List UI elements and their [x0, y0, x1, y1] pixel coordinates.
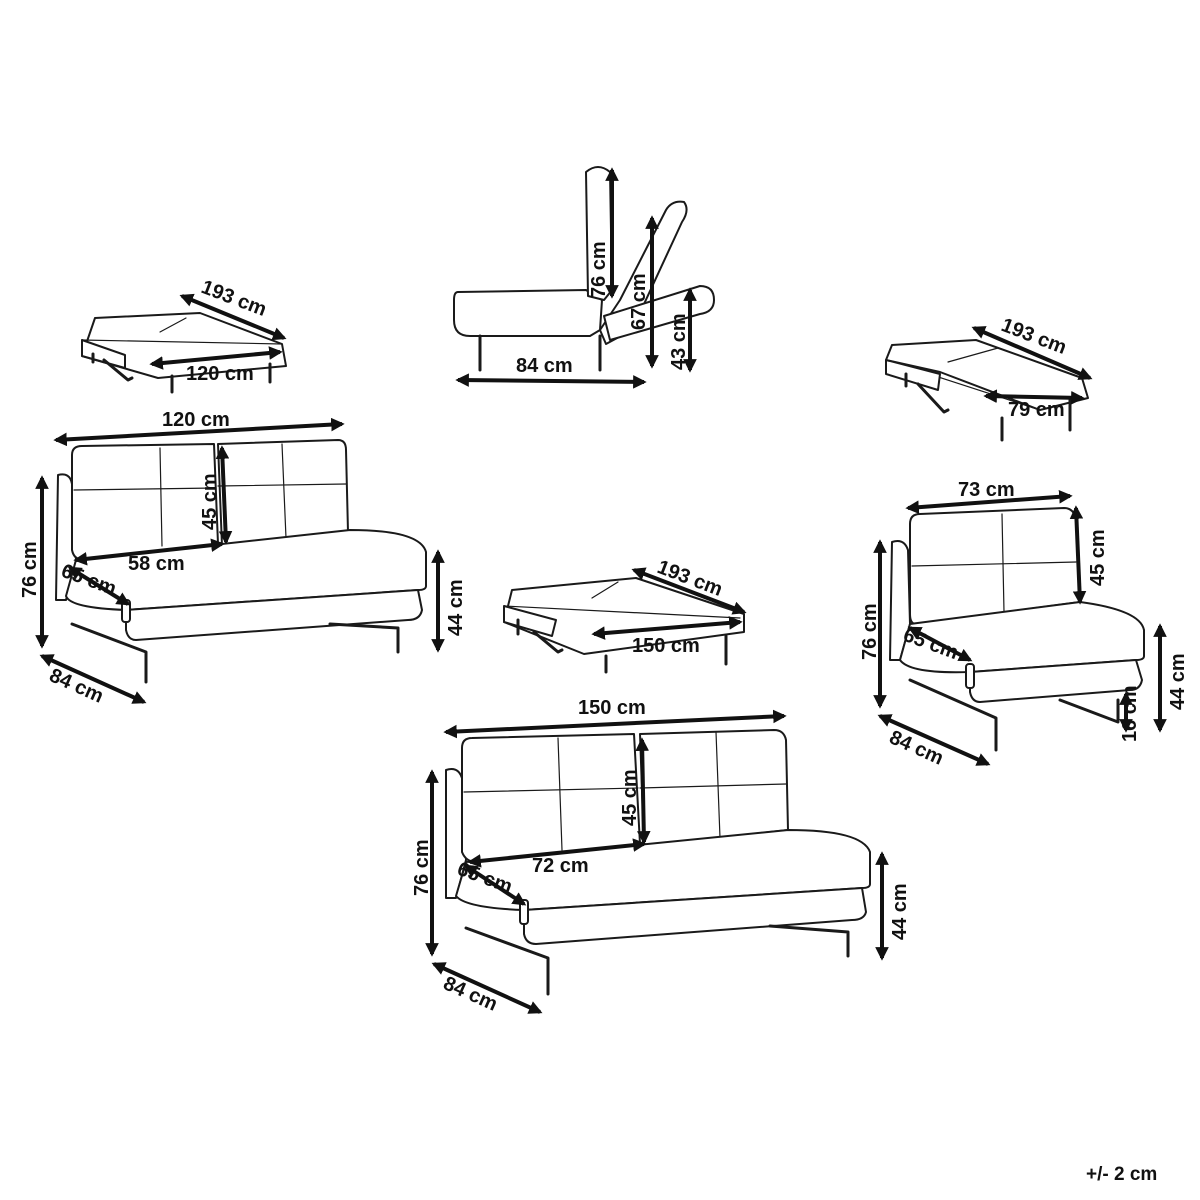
side-profile-figure: [453, 166, 715, 372]
sofa-120-height-label: 76 cm: [19, 541, 41, 598]
chair-height-label: 76 cm: [859, 603, 881, 660]
chair-leg-height-label: 16 cm: [1119, 685, 1141, 742]
chair-seat-height-label: 44 cm: [1167, 653, 1189, 710]
profile-back-height-label: 76 cm: [588, 241, 610, 298]
profile-seat-height-label: 43 cm: [668, 313, 690, 370]
sofa-120-seat-width-label: 58 cm: [128, 553, 185, 575]
bed-small-length-label: 193 cm: [198, 276, 269, 321]
chair-back-height-label: 45 cm: [1087, 529, 1109, 586]
sofa-150-back-height-label: 45 cm: [619, 769, 641, 826]
sofa-150-seat-width-label: 72 cm: [532, 855, 589, 877]
bed-large-width-label: 150 cm: [632, 635, 700, 657]
tolerance-note: +/- 2 cm: [1086, 1164, 1157, 1185]
sofa-150-height-label: 76 cm: [411, 839, 433, 896]
sofa-120-figure: [55, 439, 427, 684]
sofa-120-back-height-label: 45 cm: [199, 473, 221, 530]
sofa-150-figure: [445, 729, 871, 996]
sofa-120-seat-height-label: 44 cm: [445, 579, 467, 636]
profile-depth-label: 84 cm: [516, 355, 573, 377]
sofa-150-seat-height-label: 44 cm: [889, 883, 911, 940]
chair-width-label: 73 cm: [958, 479, 1015, 501]
sofa-120-width-label: 120 cm: [162, 409, 230, 431]
sofa-150-width-label: 150 cm: [578, 697, 646, 719]
bed-chair-width-label: 79 cm: [1008, 399, 1065, 421]
chair-figure: [889, 507, 1145, 752]
bed-small-width-label: 120 cm: [186, 363, 254, 385]
profile-recline-height-label: 67 cm: [628, 273, 650, 330]
